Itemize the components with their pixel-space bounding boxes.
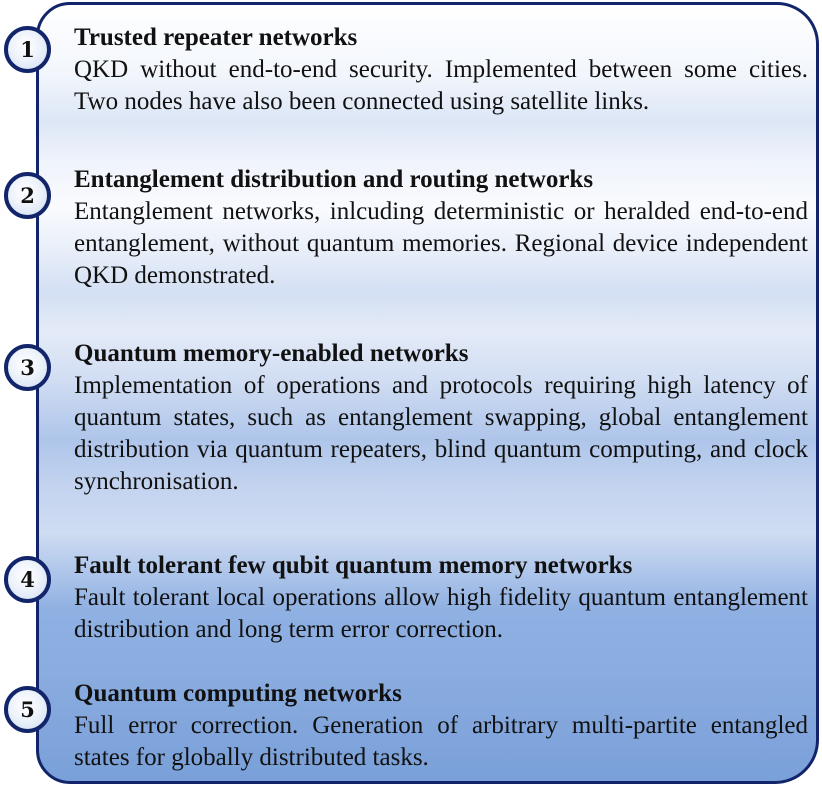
stage-block-1: Trusted repeater networks QKD without en… bbox=[74, 22, 808, 118]
stage-title-5: Quantum computing networks bbox=[74, 680, 402, 707]
stage-number-3: 3 bbox=[20, 355, 35, 380]
stage-description-5: Full error correction. Generation of arb… bbox=[74, 712, 808, 771]
stage-title-4: Fault tolerant few qubit quantum memory … bbox=[74, 552, 633, 579]
stage-block-2: Entanglement distribution and routing ne… bbox=[74, 164, 808, 292]
stage-block-4: Fault tolerant few qubit quantum memory … bbox=[74, 550, 808, 646]
stage-number-badge-3: 3 bbox=[4, 344, 51, 391]
stage-title-3: Quantum memory-enabled networks bbox=[74, 340, 469, 367]
stage-title-1: Trusted repeater networks bbox=[74, 24, 358, 51]
stage-number-4: 4 bbox=[20, 567, 35, 592]
stage-number-2: 2 bbox=[20, 183, 35, 208]
stage-number-1: 1 bbox=[20, 37, 35, 62]
stage-description-4: Fault tolerant local operations allow hi… bbox=[74, 584, 808, 643]
stages-panel bbox=[36, 2, 819, 784]
stage-description-2: Entanglement networks, inlcuding determi… bbox=[74, 198, 808, 289]
stage-number-badge-1: 1 bbox=[4, 26, 51, 73]
stage-title-2: Entanglement distribution and routing ne… bbox=[74, 166, 594, 193]
stage-number-badge-2: 2 bbox=[4, 172, 51, 219]
stage-block-3: Quantum memory-enabled networks Implemen… bbox=[74, 338, 808, 498]
stage-number-badge-5: 5 bbox=[4, 686, 51, 733]
stage-number-badge-4: 4 bbox=[4, 556, 51, 603]
stage-block-5: Quantum computing networks Full error co… bbox=[74, 678, 808, 774]
stage-description-1: QKD without end-to-end security. Impleme… bbox=[74, 56, 808, 115]
stage-description-3: Implementation of operations and protoco… bbox=[74, 372, 808, 495]
stage-number-5: 5 bbox=[20, 697, 35, 722]
